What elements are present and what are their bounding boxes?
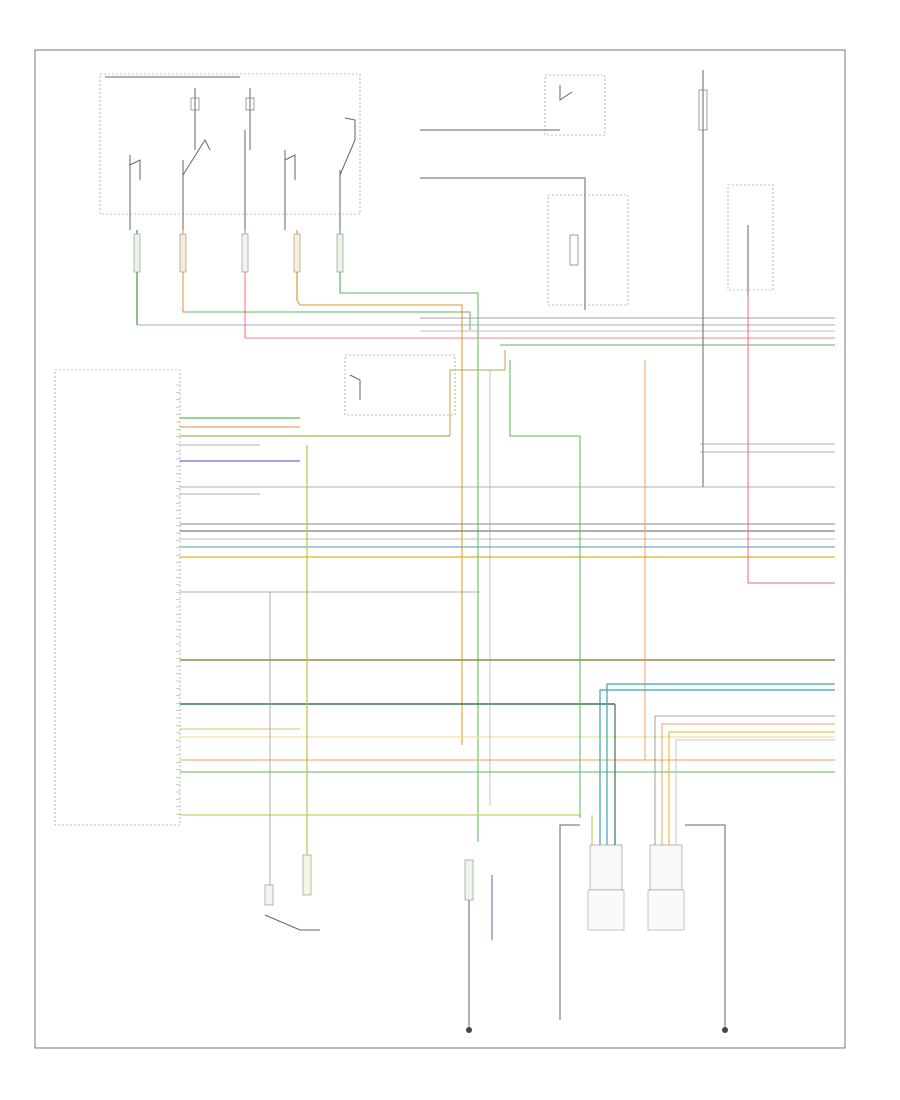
switch-drop-wires — [133, 230, 344, 338]
pcm-pin-numbers — [176, 384, 180, 815]
top-right-fuse — [698, 70, 774, 487]
top-center-right-component — [544, 74, 606, 136]
pcm-module — [54, 369, 181, 826]
center-components — [344, 194, 629, 416]
top-center-component — [420, 129, 586, 310]
bottom-components — [264, 824, 728, 1033]
top-left-switch-group — [99, 73, 361, 230]
diagram-frame — [34, 49, 846, 1049]
pcm-signal-wires — [180, 295, 835, 900]
top-bus-wires — [137, 292, 835, 842]
